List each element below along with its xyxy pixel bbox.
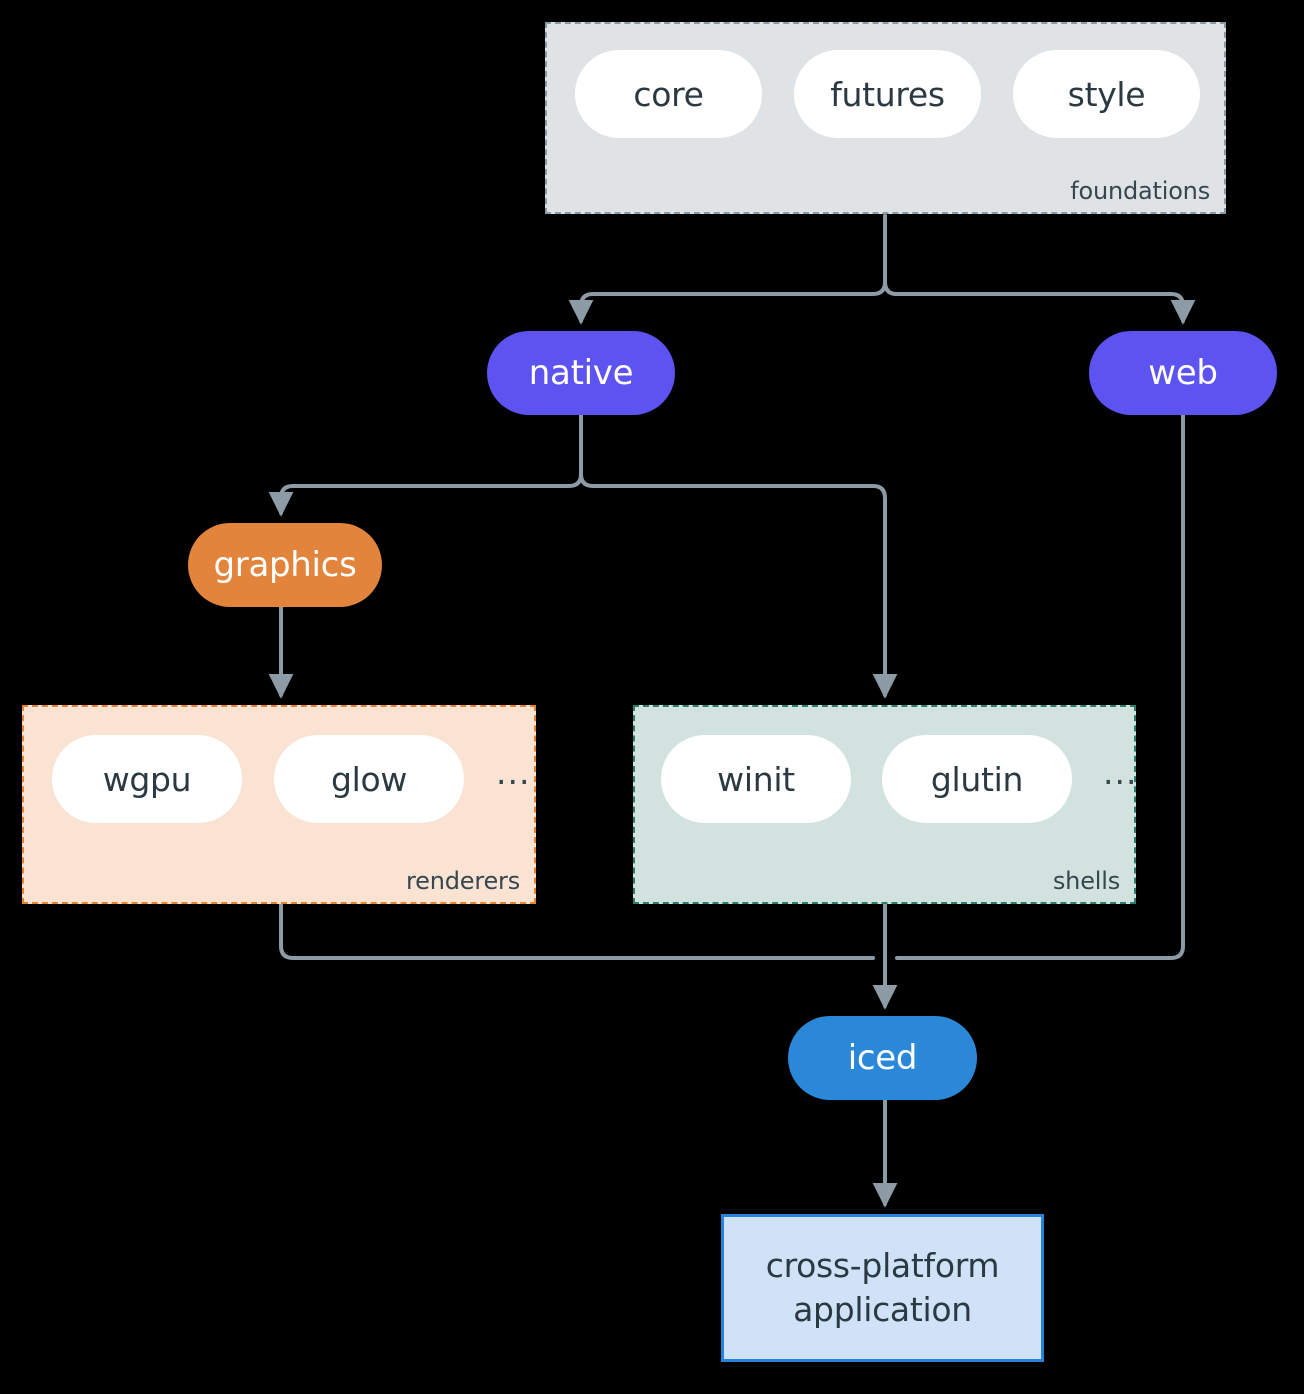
renderers-ellipsis: ... [496,752,531,792]
chip-core-label: core [633,74,704,114]
chip-futures-label: futures [830,74,945,114]
chip-wgpu-label: wgpu [102,759,192,799]
node-iced-label: iced [847,1038,918,1078]
chip-glutin-label: glutin [930,759,1024,799]
node-web[interactable]: web [1089,331,1277,415]
cluster-shells: winit glutin ... shells [633,705,1136,904]
node-native-label: native [528,353,634,393]
node-native[interactable]: native [487,331,675,415]
edge-foundations-web [883,214,1196,325]
node-graphics-label: graphics [213,545,357,585]
chip-futures[interactable]: futures [794,50,981,138]
chip-wgpu[interactable]: wgpu [52,735,242,823]
chip-style[interactable]: style [1013,50,1200,138]
application-label-line1: cross-platform [765,1246,1000,1286]
chip-glow-label: glow [330,759,408,799]
cluster-foundations-label: foundations [1070,177,1210,205]
chip-winit-label: winit [717,759,795,799]
chip-core[interactable]: core [575,50,762,138]
application-label-line2: application [793,1290,972,1329]
edge-foundations-native [568,214,887,325]
cluster-shells-label: shells [1052,867,1120,895]
node-web-label: web [1148,353,1218,393]
cluster-foundations: core futures style foundations [545,22,1226,214]
edge-native-shells [579,413,898,699]
chip-glutin[interactable]: glutin [882,735,1072,823]
cluster-renderers: wgpu glow ... renderers [22,705,536,904]
node-graphics[interactable]: graphics [188,523,382,607]
edge-native-graphics [268,413,583,517]
edge-renderers-iced [279,903,875,960]
cluster-renderers-label: renderers [406,867,520,895]
shells-ellipsis: ... [1103,752,1138,792]
node-cross-platform-application[interactable]: cross-platform application [721,1214,1044,1362]
chip-glow[interactable]: glow [274,735,464,823]
chip-winit[interactable]: winit [661,735,851,823]
chip-style-label: style [1067,74,1146,114]
node-iced[interactable]: iced [788,1016,977,1100]
